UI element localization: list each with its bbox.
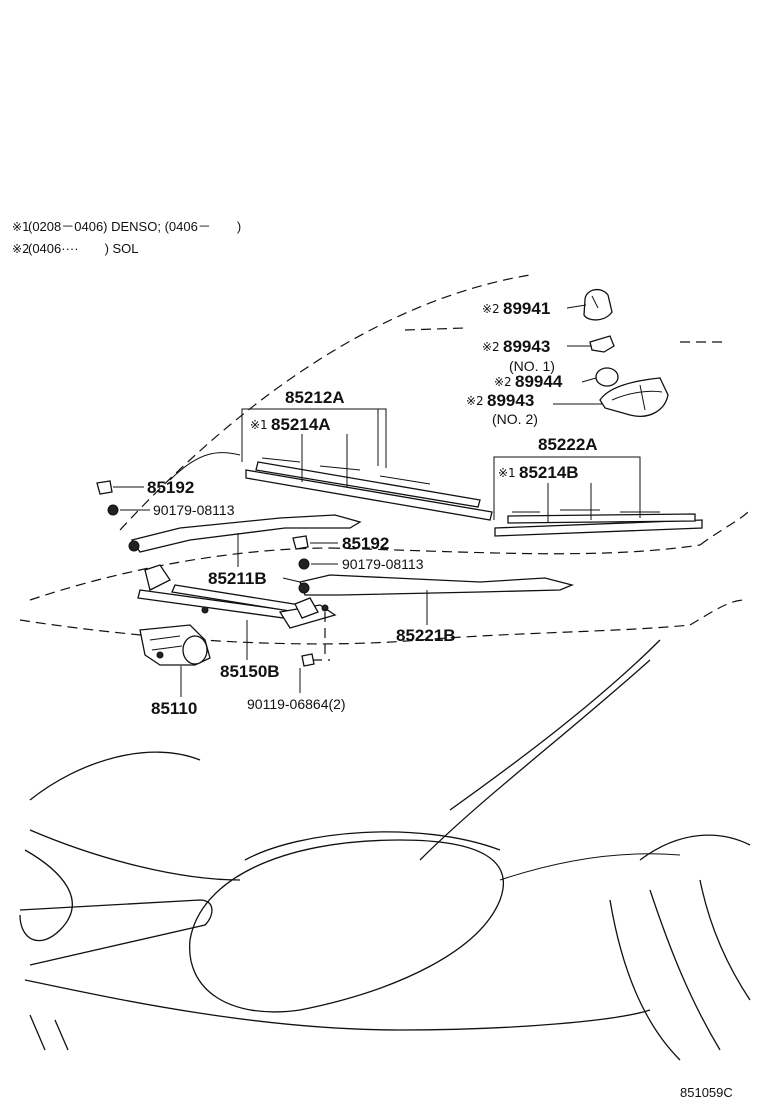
motor-endcap [182,635,208,665]
bracket-85212a [241,408,387,468]
hood-front-edge [19,619,691,645]
label-89943a: 89943 [503,337,550,356]
label-89944-marker: ※2 [494,375,512,389]
linkage-left-pivot [144,564,171,591]
label-89943a-marker: ※2 [482,340,500,354]
emblem-outline [19,849,73,942]
part-labels: ※2 89941 ※2 89943 (NO. 1) ※2 89944 ※2 89… [147,299,598,718]
windshield-trim-line [404,327,466,331]
wiper-blades [245,457,703,537]
vehicle-body-outline [19,274,751,1061]
caps-and-nuts [96,480,310,570]
label-85212a: 85212A [285,388,345,407]
right-blade-frame [507,513,696,524]
tire-edge [699,879,751,1001]
nut-90179-left-shape [107,504,119,516]
label-85214b-marker: ※1 [498,466,516,480]
hood-right-corner [689,599,746,626]
bolt-90119-shape [301,653,315,667]
wiper-motor [139,624,211,666]
linkage-bolt-guide [312,612,330,661]
wheel-arch-left [609,899,681,1061]
label-85110: 85110 [151,699,197,718]
bumper-detail-left [29,1014,46,1051]
note2-marker: ※2 [12,242,30,256]
left-blade-rubber [245,469,493,521]
label-85221b: 85221B [396,626,456,645]
figure-code: 851059C [680,1085,733,1100]
headlamp-upper-edge [244,831,501,861]
headlamp-outline [189,839,505,1013]
cowl-small-curve [169,452,241,481]
label-89944: 89944 [515,372,563,391]
part-89941-cap-shape [583,288,613,321]
front-fascia-upper [29,751,201,801]
left-blade-frame [255,461,481,508]
hood-side-line [449,639,661,811]
motor-mount [156,651,164,659]
wiper-linkage [137,564,337,667]
label-85150b: 85150B [220,662,280,681]
part-89943-no2-detail [611,390,663,401]
motor-ribs [149,635,183,651]
lead-89941 [566,304,587,309]
label-89943b-marker: ※2 [466,394,484,408]
label-89943b-sub: (NO. 2) [492,411,538,427]
bracket-85222a [493,456,641,520]
left-arm-pivot [128,540,140,552]
bumper-line [24,979,651,1031]
lead-85211b-arm [282,577,301,583]
part-89944-shape [595,367,619,387]
part-89943-no2-detail2 [639,384,646,411]
part-89943-no2-shape [599,377,669,417]
bumper-detail-right [54,1019,69,1051]
washer-nozzle-parts [583,288,669,417]
fender-arch-upper [639,834,751,861]
wiper-arms [128,514,575,596]
fender-line [499,853,681,881]
right-blade-rubber [494,519,703,537]
grille-bar [19,899,213,966]
cowl-right-corner [699,511,749,546]
applicability-notes: ※1 (0208－0406) DENSO; (0406－ ) ※2 (0406·… [12,219,241,256]
linkage-bolt-hole [321,604,329,612]
right-arm-shape [299,574,575,596]
part-89941-detail [591,295,599,309]
label-89943a-sub: (NO. 1) [509,358,555,374]
note2-text: (0406···· ) SOL [28,241,139,256]
left-arm-shape [130,514,362,553]
linkage-joint [201,606,209,614]
leader-lines [113,304,641,697]
label-90179-left: 90179-08113 [153,502,235,518]
label-85192-right: 85192 [342,534,389,553]
nut-90179-right-shape [298,558,310,570]
part-89943-no1-shape [589,335,615,353]
label-90179-right: 90179-08113 [342,556,424,572]
right-arm-pivot [298,582,310,594]
label-85211b: 85211B [208,569,267,588]
label-85222a: 85222A [538,435,598,454]
label-90119: 90119-06864(2) [247,696,346,712]
cap-85192-right-shape [292,535,309,550]
fender-crease-line [419,659,651,861]
cap-85192-left-shape [96,480,113,495]
label-85214a-marker: ※1 [250,418,268,432]
label-89941-marker: ※2 [482,302,500,316]
label-85214b: 85214B [519,463,579,482]
label-85192-left: 85192 [147,478,194,497]
note1-text: (0208－0406) DENSO; (0406－ ) [28,219,241,234]
left-blade-claws [261,457,431,485]
label-89941: 89941 [503,299,550,318]
right-blade-claws [512,509,660,513]
wheel-arch-inner [649,889,721,1051]
note1-marker: ※1 [12,220,30,234]
front-fascia-line [29,829,241,881]
windshield-upper-edge [119,274,531,531]
label-85214a: 85214A [271,415,331,434]
label-89943b: 89943 [487,391,534,410]
lead-89944 [581,377,597,383]
linkage-right-pivot [294,597,319,619]
cowl-right-edge [329,544,701,555]
